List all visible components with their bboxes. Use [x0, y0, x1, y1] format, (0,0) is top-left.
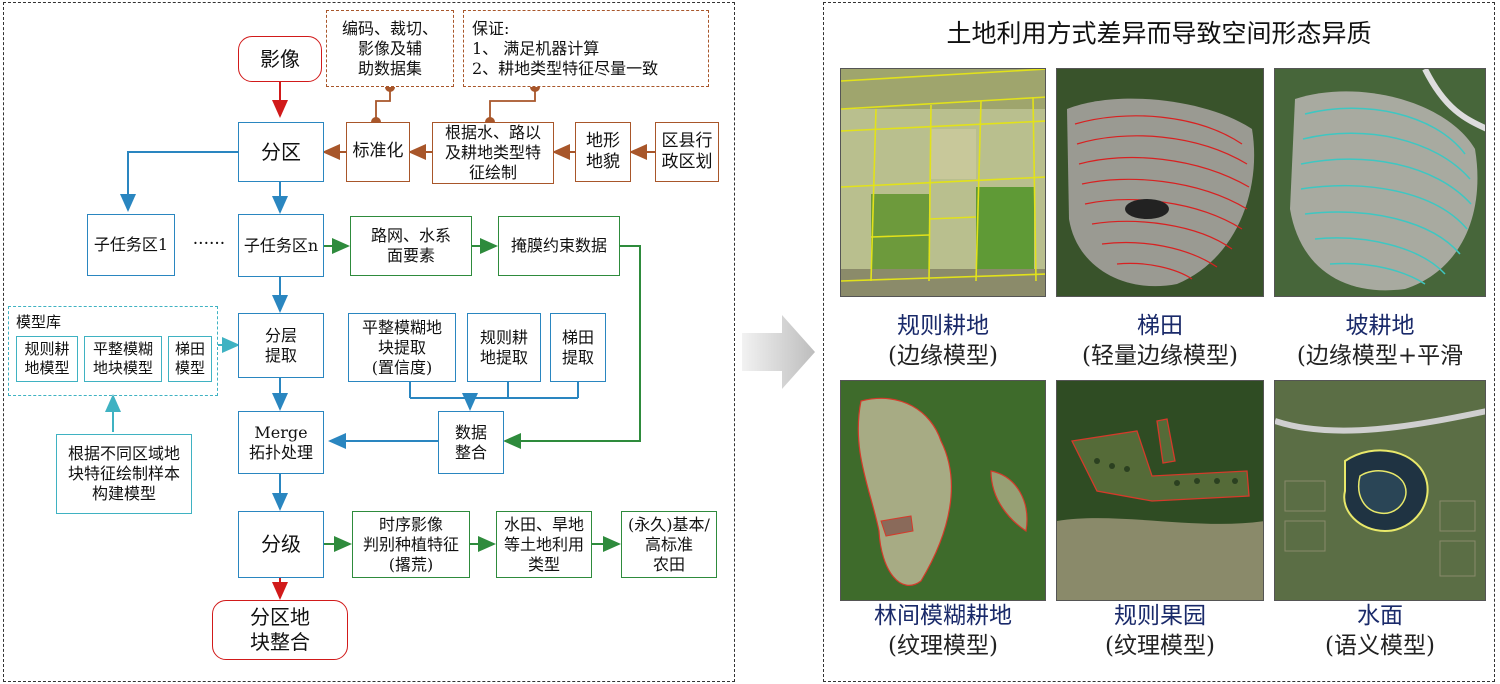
caption-name: 规则果园: [1114, 603, 1206, 629]
roads-water-node: 路网、水系 面要素: [350, 216, 472, 276]
flowchart-frame: [3, 2, 735, 682]
caption-name: 坡耕地: [1345, 313, 1415, 339]
model-library: [8, 306, 218, 396]
grade-node: 分级: [238, 511, 324, 578]
caption-slope-farmland: 坡耕地 (边缘模型+平滑: [1268, 312, 1492, 372]
final-node: 分区地 块整合: [212, 600, 348, 660]
flat-extract-node: 平整模糊地 块提取 (置信度): [348, 313, 456, 382]
guarantee-note: 保证: 1、 满足机器计算 2、耕地类型特征尽量一致: [463, 10, 709, 87]
basic-farmland-node: (永久)基本/ 高标准 农田: [621, 511, 717, 578]
caption-model: (边缘模型+平滑: [1296, 342, 1464, 369]
transition-arrow: [742, 315, 815, 389]
examples-frame: [823, 2, 1495, 682]
caption-name: 水面: [1357, 603, 1403, 629]
caption-name: 梯田: [1137, 313, 1183, 339]
regular-model: 规则耕 地模型: [16, 336, 78, 382]
examples-title: 土地利用方式差异而导致空间形态异质: [946, 19, 1372, 48]
caption-model: (纹理模型): [888, 632, 998, 659]
subzone-1-node: 子任务区1: [87, 214, 175, 276]
draw-rule-node: 根据水、路以 及耕地类型特 征绘制: [432, 122, 554, 184]
caption-water: 水面 (语义模型): [1274, 602, 1486, 662]
guarantee-text: 保证: 1、 满足机器计算 2、耕地类型特征尽量一致: [472, 18, 659, 78]
caption-forest-farmland: 林间模糊耕地 (纹理模型): [840, 602, 1046, 662]
photo-orchard: [1056, 380, 1264, 601]
flat-fuzzy-model: 平整模糊 地块模型: [84, 336, 162, 382]
caption-regular-farmland: 规则耕地 (边缘模型): [840, 312, 1046, 372]
model-library-title: 模型库: [16, 313, 62, 331]
landuse-node: 水田、旱地 等土地利用 类型: [496, 511, 592, 578]
timeseries-node: 时序影像 判别种植特征 (撂荒): [352, 511, 470, 578]
merge-node: Merge 拓扑处理: [238, 411, 324, 474]
mask-node: 掩膜约束数据: [498, 216, 620, 276]
caption-name: 规则耕地: [897, 313, 989, 339]
terrain-node: 地形 地貌: [575, 122, 631, 182]
caption-model: (纹理模型): [1105, 632, 1215, 659]
caption-model: (语义模型): [1325, 632, 1435, 659]
caption-model: (轻量边缘模型): [1082, 342, 1238, 369]
caption-model: (边缘模型): [888, 342, 998, 369]
build-model-node: 根据不同区域地 块特征绘制样本 构建模型: [56, 434, 192, 514]
standardize-node: 标准化: [346, 122, 410, 182]
photo-regular-farmland: [840, 68, 1046, 297]
subzone-n-node: 子任务区n: [238, 214, 324, 277]
layer-extract-node: 分层 提取: [238, 313, 324, 378]
regular-extract-node: 规则耕 地提取: [467, 313, 541, 382]
caption-name: 林间模糊耕地: [874, 603, 1012, 629]
encoding-note: 编码、裁切、 影像及辅 助数据集: [326, 10, 454, 87]
photo-slope-farmland: [1274, 68, 1486, 297]
terrace-extract-node: 梯田 提取: [550, 313, 606, 382]
ellipsis: ······: [180, 230, 238, 260]
zone-node: 分区: [238, 122, 324, 182]
county-node: 区县行 政区划: [655, 122, 719, 182]
photo-terraces: [1056, 68, 1264, 297]
caption-orchard: 规则果园 (纹理模型): [1056, 602, 1264, 662]
data-integrate-node: 数据 整合: [438, 411, 504, 474]
photo-forest-farmland: [840, 380, 1046, 601]
caption-terraces: 梯田 (轻量边缘模型): [1046, 312, 1274, 372]
terrace-model: 梯田 模型: [168, 336, 212, 382]
image-node: 影像: [238, 36, 322, 82]
photo-water: [1274, 380, 1486, 601]
